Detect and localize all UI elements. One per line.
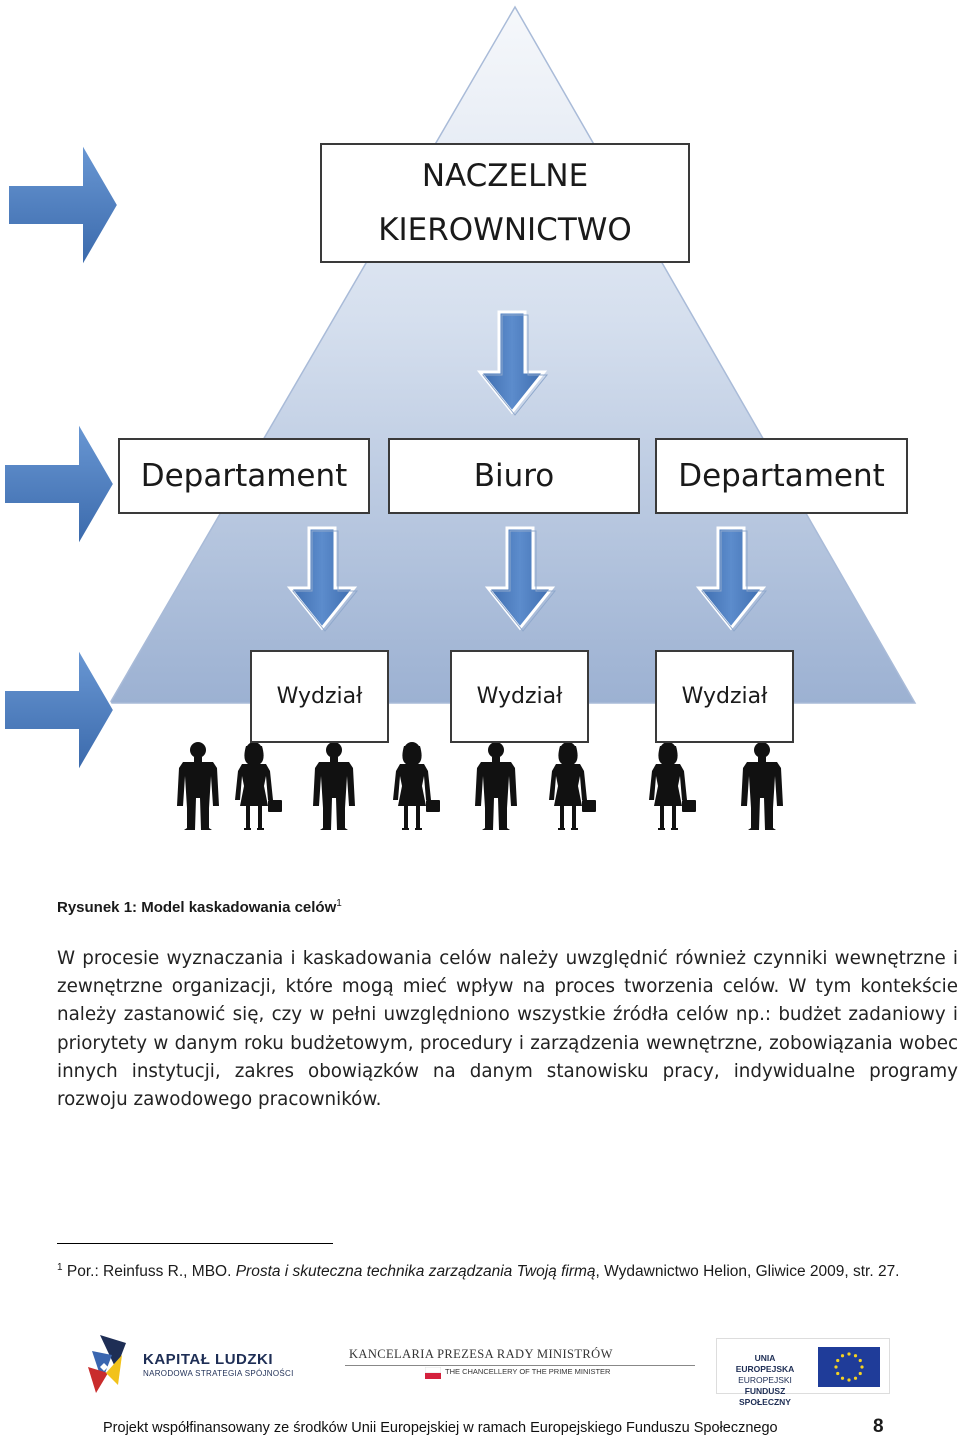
department-box: Departament (655, 438, 908, 514)
eu-star-icon (840, 1376, 845, 1380)
person-icon (741, 742, 783, 830)
person-icon (177, 742, 219, 830)
kapital-ludzki-logo: KAPITAŁ LUDZKI NARODOWA STRATEGIA SPÓJNO… (86, 1333, 296, 1395)
figure-caption: Rysunek 1: Model kaskadowania celów1 (57, 898, 342, 916)
footnote-prefix: Por.: Reinfuss R., MBO. (62, 1263, 236, 1281)
eu-star-icon (858, 1358, 862, 1363)
top-management-box: NACZELNE KIEROWNICTWO (320, 143, 690, 263)
body-paragraph: W procesie wyznaczania i kaskadowania ce… (57, 948, 958, 1111)
eu-flag-icon (818, 1347, 880, 1387)
person-icon (235, 742, 282, 830)
bureau-box: Biuro (388, 438, 640, 514)
footnote-mark: 1 (57, 1262, 63, 1273)
eu-star-icon (847, 1378, 851, 1382)
polish-flag-icon (425, 1367, 441, 1379)
side-arrow-icon (3, 647, 115, 773)
person-icon (393, 742, 440, 830)
footnote: 1 Por.: Reinfuss R., MBO. Prosta i skute… (57, 1256, 960, 1284)
eu-star-icon (860, 1365, 864, 1369)
footnote-suffix: , Wydawnictwo Helion, Gliwice 2009, str.… (595, 1263, 900, 1281)
eu-line1: UNIA EUROPEJSKA (735, 1353, 795, 1374)
eu-star-icon (858, 1371, 862, 1376)
person-icon (475, 742, 517, 830)
eu-line2: EUROPEJSKI (738, 1375, 792, 1385)
person-icon (313, 742, 355, 830)
person-icon (549, 742, 596, 830)
kapital-ludzki-emblem-icon (88, 1335, 126, 1393)
employees-group (177, 742, 783, 830)
kprm-title: KANCELARIA PREZESA RADY MINISTRÓW (349, 1347, 613, 1361)
eu-star-icon (840, 1354, 845, 1358)
cascade-diagram: NACZELNE KIEROWNICTWO Departament Biuro … (3, 5, 917, 830)
page-number: 8 (873, 1416, 884, 1437)
top-box-line2: KIEROWNICTWO (378, 212, 632, 248)
caption-text: Rysunek 1: Model kaskadowania celów (57, 899, 337, 916)
caption-footnote-ref[interactable]: 1 (336, 898, 342, 909)
eu-star-icon (836, 1358, 840, 1363)
side-arrow-icon (3, 421, 115, 547)
eu-star-icon (834, 1365, 838, 1369)
eu-text: UNIA EUROPEJSKA EUROPEJSKI FUNDUSZ SPOŁE… (727, 1353, 803, 1408)
eu-star-icon (853, 1376, 858, 1380)
division-box: Wydział (450, 650, 589, 743)
department-box: Departament (118, 438, 370, 514)
eu-star-icon (853, 1354, 858, 1358)
eu-star-icon (836, 1371, 840, 1376)
eu-star-icon (847, 1352, 851, 1356)
kprm-subtitle: THE CHANCELLERY OF THE PRIME MINISTER (445, 1367, 611, 1376)
person-icon (649, 742, 696, 830)
eu-line3: FUNDUSZ SPOŁECZNY (739, 1386, 791, 1407)
side-arrow-icon (7, 142, 119, 268)
division-box: Wydział (655, 650, 794, 743)
kapital-ludzki-subtitle: NARODOWA STRATEGIA SPÓJNOŚCI (143, 1369, 294, 1378)
kprm-rule (345, 1365, 695, 1366)
eu-logo: UNIA EUROPEJSKA EUROPEJSKI FUNDUSZ SPOŁE… (716, 1338, 890, 1407)
page-footer: Projekt współfinansowany ze środków Unii… (103, 1420, 778, 1436)
division-box: Wydział (250, 650, 389, 743)
kprm-logo: KANCELARIA PREZESA RADY MINISTRÓW THE CH… (345, 1345, 695, 1385)
kapital-ludzki-title: KAPITAŁ LUDZKI (143, 1351, 274, 1368)
top-box-line1: NACZELNE (421, 158, 589, 194)
footnote-divider (57, 1243, 333, 1244)
footnote-title: Prosta i skuteczna technika zarządzania … (235, 1263, 596, 1281)
